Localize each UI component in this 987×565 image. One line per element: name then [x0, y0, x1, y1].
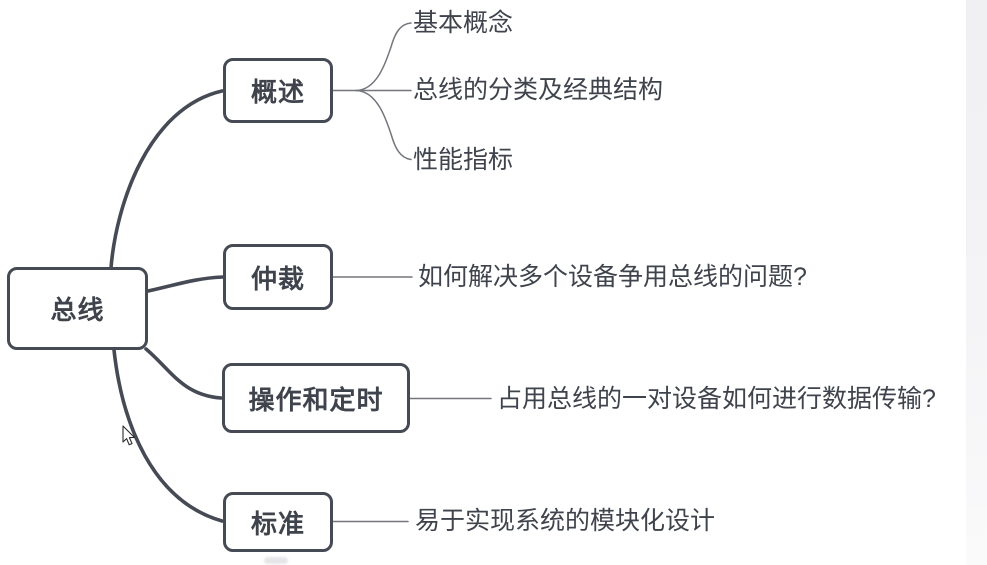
- leaf-basic-concepts[interactable]: 基本概念: [413, 9, 514, 37]
- leaf-arbitration-question[interactable]: 如何解决多个设备争用总线的问题?: [418, 263, 807, 291]
- link-overview-basic-concepts: [355, 22, 412, 92]
- leaf-modular-design[interactable]: 易于实现系统的模块化设计: [415, 507, 716, 535]
- node-overview[interactable]: 概述: [223, 58, 333, 123]
- node-arbitration[interactable]: 仲裁: [223, 244, 333, 310]
- node-arbitration-label: 仲裁: [250, 263, 305, 294]
- node-root-label: 总线: [50, 295, 105, 325]
- link-root-operation: [144, 347, 223, 400]
- node-operation-timing-label: 操作和定时: [248, 384, 384, 415]
- cutoff-node-fragment: [264, 557, 288, 564]
- node-standard-label: 标准: [250, 508, 305, 539]
- leaf-performance-metrics[interactable]: 性能指标: [413, 146, 514, 174]
- right-edge-strip: [966, 0, 987, 565]
- link-overview-performance: [355, 89, 412, 161]
- leaf-data-transfer-question[interactable]: 占用总线的一对设备如何进行数据传输?: [497, 385, 936, 413]
- node-root[interactable]: 总线: [7, 267, 148, 350]
- mouse-cursor-icon: [122, 425, 135, 446]
- node-overview-label: 概述: [250, 77, 305, 107]
- node-standard[interactable]: 标准: [223, 492, 333, 552]
- link-root-arbitration: [146, 275, 225, 293]
- node-operation-timing[interactable]: 操作和定时: [222, 363, 410, 433]
- link-root-overview: [109, 89, 224, 270]
- leaf-bus-classification[interactable]: 总线的分类及经典结构: [413, 76, 664, 104]
